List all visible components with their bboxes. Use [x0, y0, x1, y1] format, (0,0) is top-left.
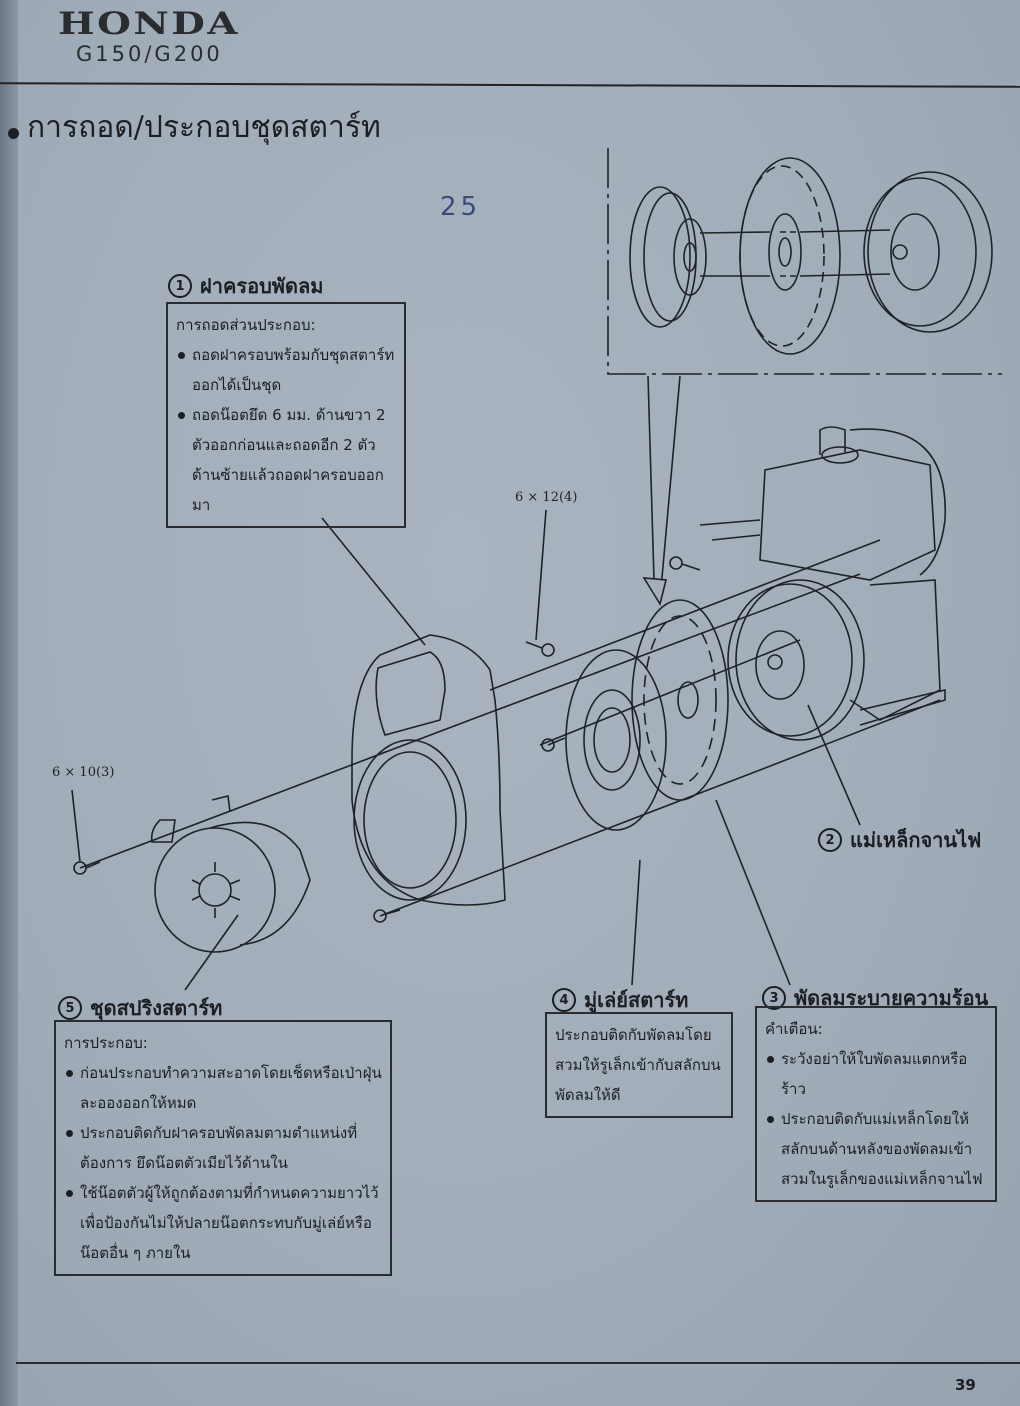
callout-5-bullet: ประกอบติดกับฝาครอบพัดลมตามตำแหน่งที่ต้อง…: [64, 1118, 382, 1178]
callout-4-box-text: ประกอบติดกับพัดลมโดยสวมให้รูเล็กเข้ากับส…: [555, 1026, 721, 1104]
callout-1-bullet: ถอดน๊อตยึด 6 มม. ด้านขวา 2 ตัวออกก่อนและ…: [176, 400, 396, 520]
callout-1-box: การถอดส่วนประกอบ: ถอดฝาครอบพร้อมกับชุดสต…: [166, 302, 406, 528]
bullet-icon: [8, 128, 19, 139]
callout-1-bullet: ถอดฝาครอบพร้อมกับชุดสตาร์ทออกได้เป็นชุด: [176, 340, 396, 400]
section-title: การถอด/ประกอบชุดสตาร์ท: [27, 110, 381, 145]
flywheel-part: [727, 579, 865, 741]
inset-flywheel: [863, 171, 993, 333]
inset-arrow: [647, 375, 681, 601]
starter-spring-assembly-part: [150, 795, 311, 953]
page-binding-shadow: [0, 0, 18, 1406]
callout-number-badge: 5: [58, 996, 82, 1020]
footer-divider: [16, 1362, 1020, 1364]
inset-starter-pulley: [629, 186, 707, 328]
callout-number-badge: 3: [762, 986, 786, 1010]
model-number: G150/G200: [76, 42, 223, 66]
callout-1-label: 1 ฝาครอบพัดลม: [168, 270, 323, 302]
leader-line-5: [184, 914, 239, 991]
callout-4-box: ประกอบติดกับพัดลมโดยสวมให้รูเล็กเข้ากับส…: [545, 1012, 733, 1118]
callout-number-badge: 1: [168, 274, 192, 298]
fan-cover-part: [351, 634, 506, 906]
section-heading: การถอด/ประกอบชุดสตาร์ท: [8, 104, 381, 151]
callout-number-badge: 2: [818, 828, 842, 852]
starter-pulley-part: [565, 649, 667, 831]
callout-1-title: ฝาครอบพัดลม: [200, 274, 324, 298]
callout-number-badge: 4: [552, 988, 576, 1012]
callout-3-box-heading: คำเตือน:: [765, 1020, 823, 1038]
handwritten-note: 25: [440, 192, 482, 222]
callout-5-bullet: ใช้น๊อตตัวผู้ให้ถูกต้องตามที่กำหนดความยา…: [64, 1178, 382, 1268]
callout-2-label: 2 แม่เหล็กจานไฟ: [818, 824, 981, 856]
callout-4-title: มู่เล่ย์สตาร์ท: [584, 988, 689, 1012]
callout-5-label: 5 ชุดสปริงสตาร์ท: [58, 992, 222, 1024]
inset-fan: [739, 157, 841, 355]
leader-line-2: [807, 704, 861, 826]
callout-3-bullet: ระวังอย่าให้ใบพัดลมแตกหรือร้าว: [765, 1044, 987, 1104]
leader-line-4: [631, 859, 641, 986]
callout-4-label: 4 มู่เล่ย์สตาร์ท: [552, 984, 688, 1016]
cooling-fan-part: [631, 599, 729, 801]
leader-line-1: [321, 517, 426, 646]
page-number: 39: [955, 1376, 976, 1394]
brand-logo: HONDA: [58, 6, 240, 42]
fastener-spec-cover: 6 × 12(4): [515, 490, 578, 505]
callout-3-bullet: ประกอบติดกับแม่เหล็กโดยให้สลักบนด้านหลัง…: [765, 1104, 987, 1194]
leader-line-fastener-12: [535, 509, 547, 641]
leader-line-fastener-10: [71, 789, 81, 863]
callout-2-title: แม่เหล็กจานไฟ: [850, 828, 982, 852]
callout-1-box-heading: การถอดส่วนประกอบ:: [176, 316, 316, 334]
callout-5-bullet: ก่อนประกอบทำความสะอาดโดยเช็ดหรือเป่าฝุ่น…: [64, 1058, 382, 1118]
bolt-icons: [73, 556, 701, 923]
callout-3-box: คำเตือน: ระวังอย่าให้ใบพัดลมแตกหรือร้าว …: [755, 1006, 997, 1202]
inset-frame: [607, 148, 1002, 375]
callout-5-box: การประกอบ: ก่อนประกอบทำความสะอาดโดยเช็ดห…: [54, 1020, 392, 1276]
fastener-spec-starter: 6 × 10(3): [52, 765, 115, 780]
callout-5-title: ชุดสปริงสตาร์ท: [90, 996, 223, 1020]
engine-block: [699, 426, 946, 726]
leader-line-3: [715, 799, 791, 986]
callout-5-box-heading: การประกอบ:: [64, 1034, 148, 1052]
